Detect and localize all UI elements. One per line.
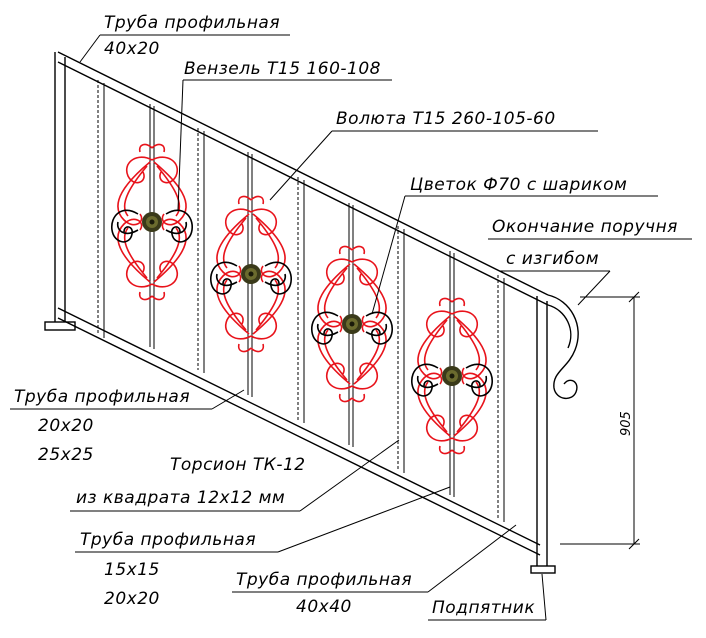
label-support: Подпятник [432, 598, 535, 618]
right-post [530, 296, 556, 574]
top-rail [57, 51, 549, 296]
leader-lines [10, 34, 692, 621]
height-dimension-label: 905 [619, 411, 634, 436]
bottom-rail [57, 307, 541, 546]
label-tube20: Труба профильная [14, 387, 190, 407]
ornament-3 [310, 245, 394, 403]
left-post [44, 52, 76, 331]
label-tube15: Труба профильная [80, 530, 256, 550]
top-rail-inner [57, 61, 549, 306]
label-torsion: Торсион ТК-12 [170, 455, 306, 475]
label-torsion-2: из квадрата 12х12 мм [76, 488, 285, 508]
label-venzel: Вензель Т15 160-108 [184, 59, 381, 79]
label-tube20-size1: 20х20 [38, 416, 94, 436]
label-tube15-size2: 20х20 [104, 589, 160, 609]
label-rail-top: Труба профильная [104, 13, 280, 33]
label-handrail-end: Окончание поручня [492, 217, 678, 237]
label-tube20-size2: 25х25 [38, 445, 94, 465]
label-tube40: Труба профильная [236, 570, 412, 590]
label-voluta: Волюта Т15 260-105-60 [336, 109, 556, 129]
bottom-rail-inner [57, 317, 541, 556]
label-handrail-end-2: с изгибом [506, 249, 599, 269]
ornament-1 [110, 143, 194, 301]
label-rail-top-size: 40х20 [104, 39, 160, 59]
height-dimension: 905 [560, 291, 640, 550]
label-tube40-size: 40х40 [296, 597, 352, 617]
handrail-end [547, 294, 579, 399]
ornament-4 [410, 297, 494, 455]
ornament-2 [209, 195, 293, 353]
label-flower: Цветок Ф70 с шариком [410, 175, 627, 195]
label-tube15-size1: 15х15 [104, 560, 160, 580]
